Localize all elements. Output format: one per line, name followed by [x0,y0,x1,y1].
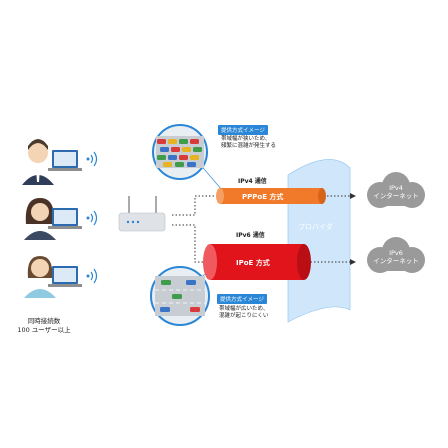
provider-band [287,159,351,323]
pppoe-label: PPPoE 方式 [242,193,284,201]
users-caption: 同時接続数 100 ユーザー以上 [14,317,74,335]
bottom-callout-desc: 帯域幅が広いため、 混雑が起こりにくい [219,306,269,321]
wifi-waves-user-3 [86,268,98,284]
provider-label: プロバイダ [298,223,333,231]
ipv4-cloud-label: IPv4 インターネット [366,184,426,200]
top-callout-desc: 帯域幅が狭いため、 頻繁に混雑が発生する [221,136,276,151]
wifi-waves-user-1 [86,151,98,167]
ipoe-label: IPoE 方式 [236,259,270,267]
user-2 [24,198,82,240]
top-callout-desc-line2: 頻繁に混雑が発生する [221,143,277,150]
ipoe-pipe [203,244,311,280]
congested-road-magnifier [152,124,208,180]
ipv4-protocol-label: IPv4 通信 [238,178,267,185]
car-icons-congested [157,139,202,167]
open-road-magnifier [150,266,210,326]
arrow-ipv4 [350,193,356,199]
ipv6-cloud-line1: IPv6 [389,249,403,257]
ipv6-cloud-label: IPv6 インターネット [366,249,426,265]
pppoe-pipe [216,188,326,204]
user-3 [24,256,82,298]
top-callout-desc-line1: 帯域幅が狭いため、 [221,136,271,142]
arrow-ipv6 [350,259,356,265]
wifi-waves-user-2 [86,210,98,226]
car-icons-open [160,280,200,312]
bottom-callout-tag: 提供方式イメージ [217,294,267,304]
user-1 [22,139,82,185]
ipv6-cloud-line2: インターネット [373,257,419,266]
users-caption-line2: 100 ユーザー以上 [17,325,71,334]
bottom-callout-desc-line1: 帯域幅が広いため、 [219,306,269,312]
ipv4-cloud-line2: インターネット [373,192,419,201]
ipv6-cloud-icon [367,237,425,273]
bottom-callout-desc-line2: 混雑が起こりにくい [219,313,269,320]
ipv6-protocol-label: IPv6 通信 [236,232,265,239]
router-icon [118,196,166,232]
users-caption-line1: 同時接続数 [27,317,61,325]
ipv4-cloud-icon [367,172,425,208]
top-callout-tag: 提供方式イメージ [218,125,268,135]
ipv4-cloud-line1: IPv4 [389,184,403,192]
connection-lines [172,195,350,263]
